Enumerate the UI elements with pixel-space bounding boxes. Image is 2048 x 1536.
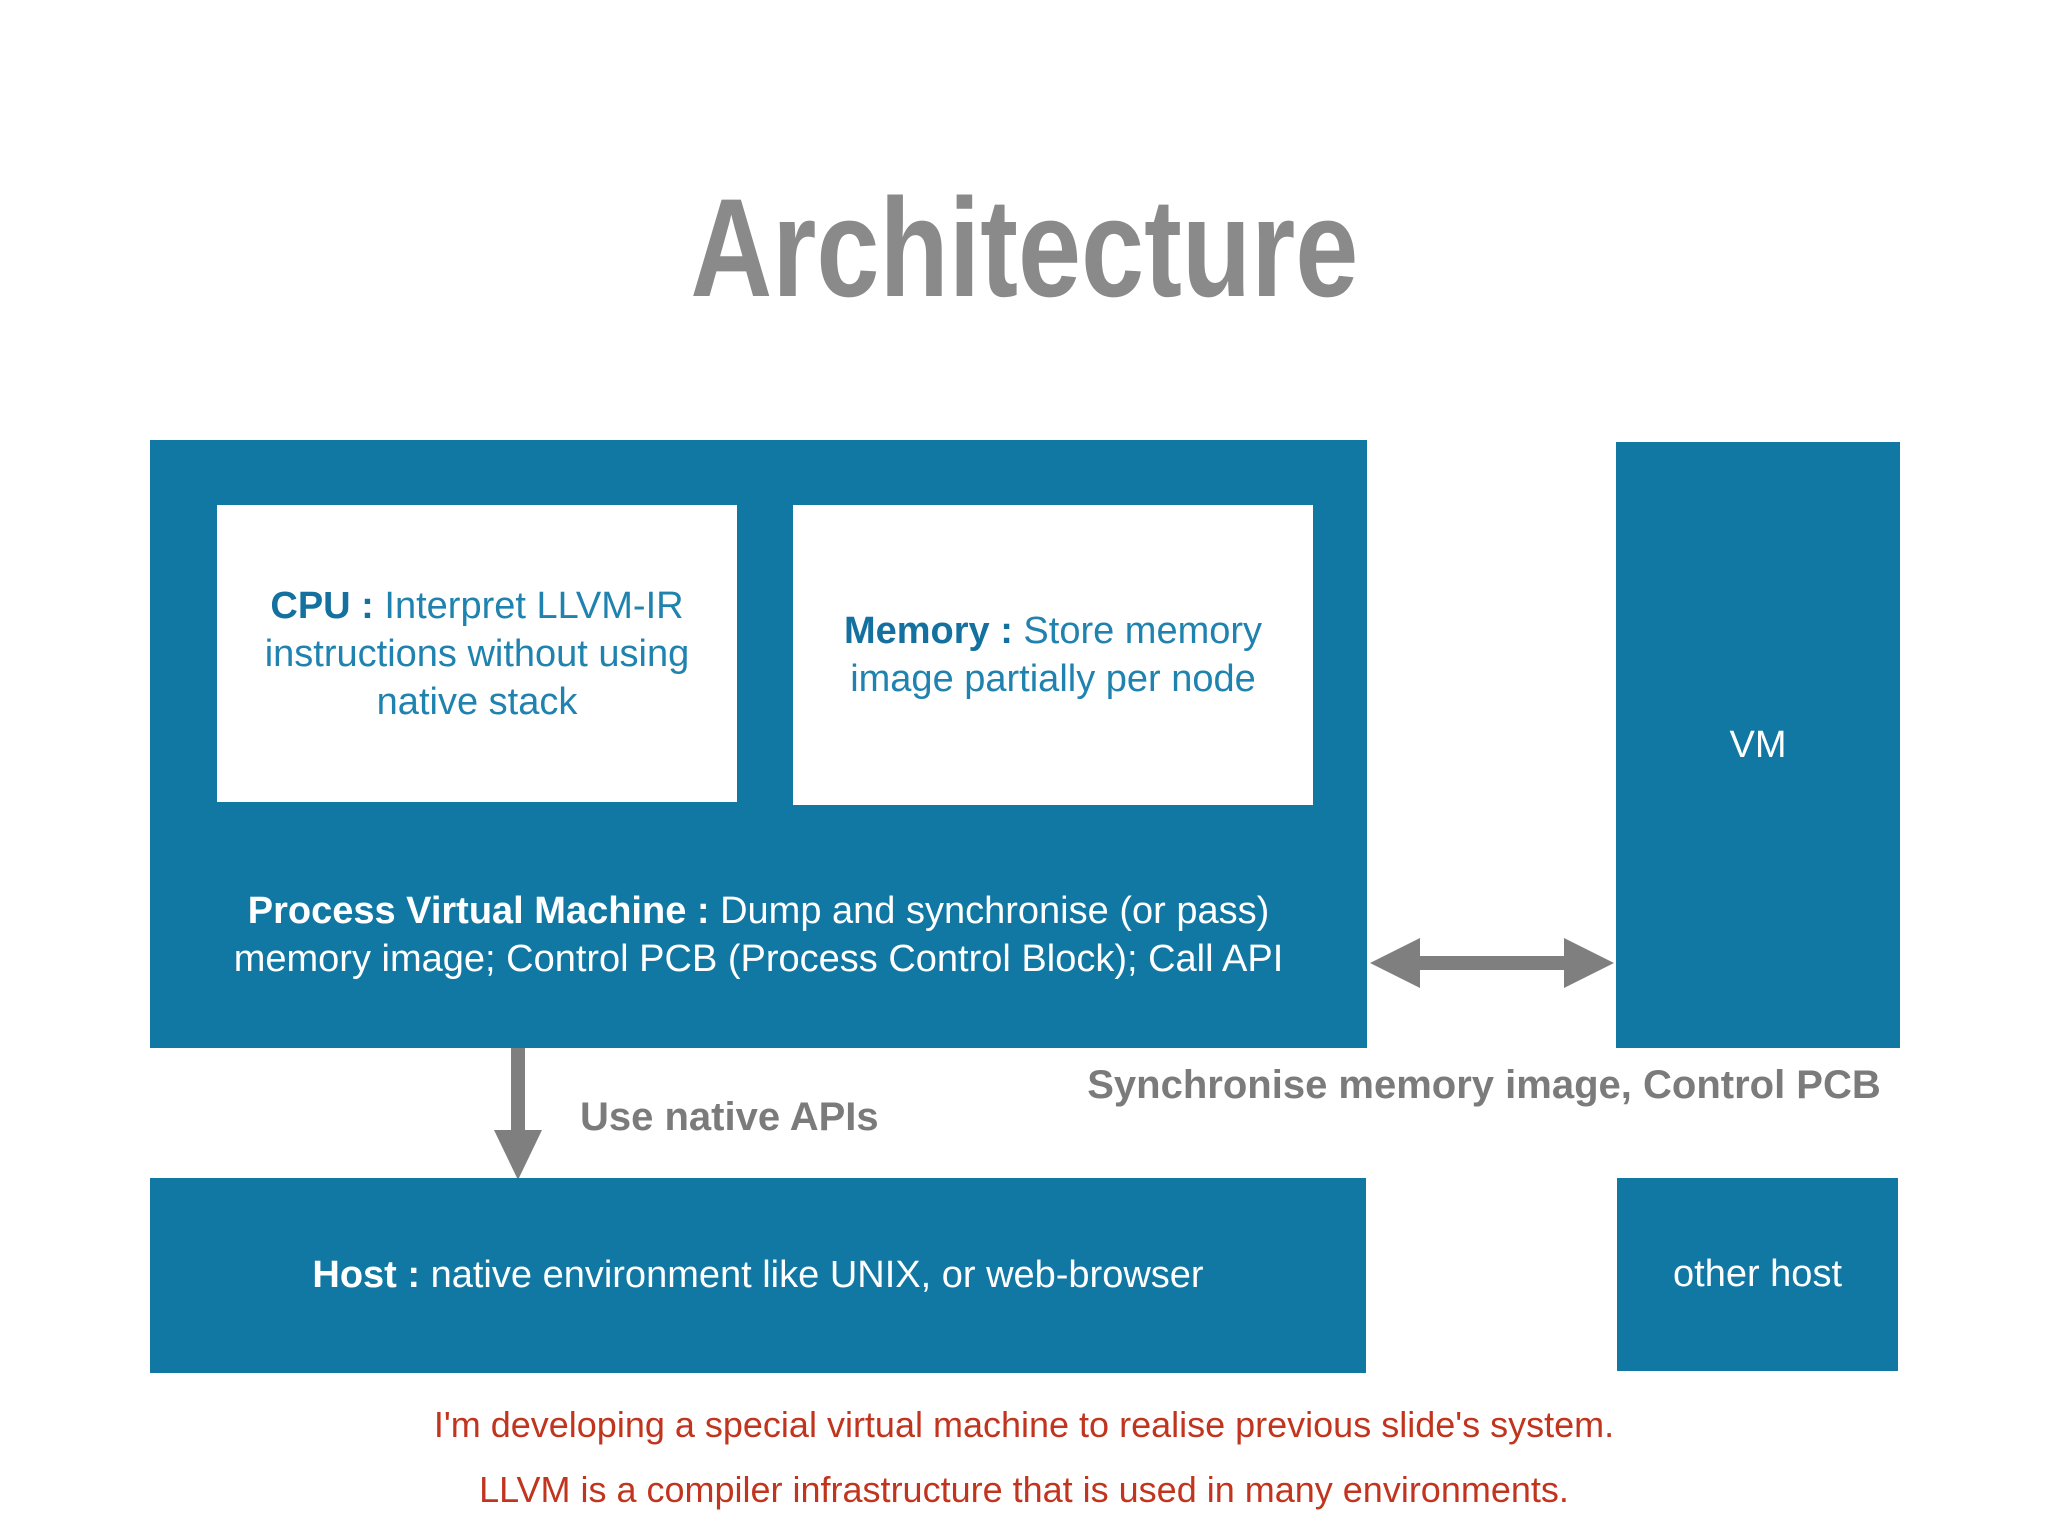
cpu-text-line2: instructions without using (264, 632, 690, 675)
memory-card: Memory : Store memory image partially pe… (793, 505, 1313, 805)
vm-box: VM (1616, 442, 1900, 1048)
slide-notes: I'm developing a special virtual machine… (0, 1402, 2048, 1513)
process-vm-label: Process Virtual Machine : (247, 890, 710, 932)
double-arrow-shaft (1414, 956, 1570, 970)
double-arrow-icon (1370, 938, 1614, 988)
host-line: Host : native environment like UNIX, or … (312, 1254, 1203, 1297)
host-text: native environment like UNIX, or web-bro… (430, 1254, 1204, 1296)
slide-title: Architecture (0, 178, 2048, 318)
memory-card-line1: Memory : Store memory (793, 607, 1313, 655)
note-line2: LLVM is a compiler infrastructure that i… (479, 1469, 1569, 1510)
cpu-card-line1: CPU : Interpret LLVM-IR (217, 582, 737, 630)
host-label: Host : (312, 1254, 421, 1296)
memory-label: Memory : (843, 610, 1013, 652)
process-vm-description: Process Virtual Machine : Dump and synch… (150, 887, 1367, 983)
cpu-label: CPU : (270, 584, 374, 627)
other-host-label: other host (1673, 1253, 1842, 1295)
memory-text-line1: Store memory (1023, 610, 1263, 652)
cpu-text-line3: native stack (376, 680, 578, 723)
note-line1: I'm developing a special virtual machine… (433, 1404, 1615, 1445)
process-vm-box: CPU : Interpret LLVM-IR instructions wit… (150, 440, 1367, 1048)
slide-title-text: Architecture (690, 169, 1358, 326)
double-arrow-right-head (1564, 938, 1614, 988)
vm-label: VM (1729, 723, 1787, 766)
down-arrow-shaft (511, 1048, 525, 1130)
memory-text-line2: image partially per node (850, 658, 1256, 700)
host-box: Host : native environment like UNIX, or … (150, 1178, 1366, 1373)
use-native-apis-label: Use native APIs (580, 1095, 879, 1139)
process-vm-line1: Process Virtual Machine : Dump and synch… (150, 887, 1367, 935)
synchronise-label: Synchronise memory image, Control PCB (1087, 1063, 1881, 1107)
double-arrow-left-head (1370, 938, 1420, 988)
process-vm-line1-rest: Dump and synchronise (or pass) (720, 890, 1270, 932)
cpu-text-line1: Interpret LLVM-IR (384, 584, 684, 627)
down-arrow-head (494, 1130, 542, 1180)
down-arrow-icon (494, 1048, 542, 1180)
process-vm-line2: memory image; Control PCB (Process Contr… (233, 938, 1284, 980)
cpu-card: CPU : Interpret LLVM-IR instructions wit… (217, 505, 737, 802)
other-host-box: other host (1617, 1178, 1898, 1371)
